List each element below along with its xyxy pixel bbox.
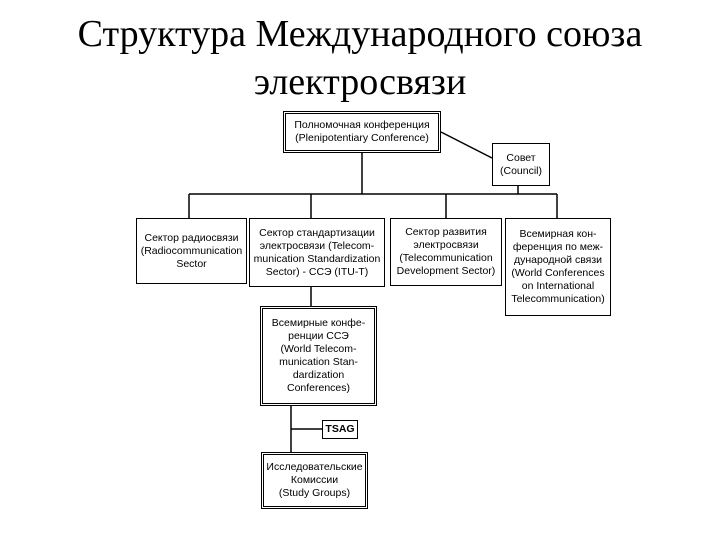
box-plenipotentiary-conference: Полномочная конференция (Plenipotentiary… bbox=[283, 111, 441, 153]
box-world-telecom-standardization-conferences: Всемирные конфе- ренции ССЭ (World Telec… bbox=[260, 306, 377, 406]
box-study-groups: Исследовательские Комиссии (Study Groups… bbox=[261, 452, 368, 509]
page-title-line-1: Структура Международного союза bbox=[77, 13, 643, 55]
connector-plenipotentiary-council bbox=[440, 131, 493, 159]
box-standardization-sector: Сектор стандартизации электросвязи (Tele… bbox=[249, 218, 385, 287]
box-radiocommunication-sector: Сектор радиосвязи (Radiocommunication Se… bbox=[136, 218, 247, 284]
box-tsag: TSAG bbox=[322, 420, 358, 439]
page-title-line-2: электросвязи bbox=[253, 61, 467, 103]
box-world-conference-international-telecom: Всемирная кон- ференция по меж- дународн… bbox=[505, 218, 611, 316]
box-council: Совет (Council) bbox=[492, 143, 550, 186]
box-development-sector: Сектор развития электросвязи (Telecommun… bbox=[390, 218, 502, 286]
